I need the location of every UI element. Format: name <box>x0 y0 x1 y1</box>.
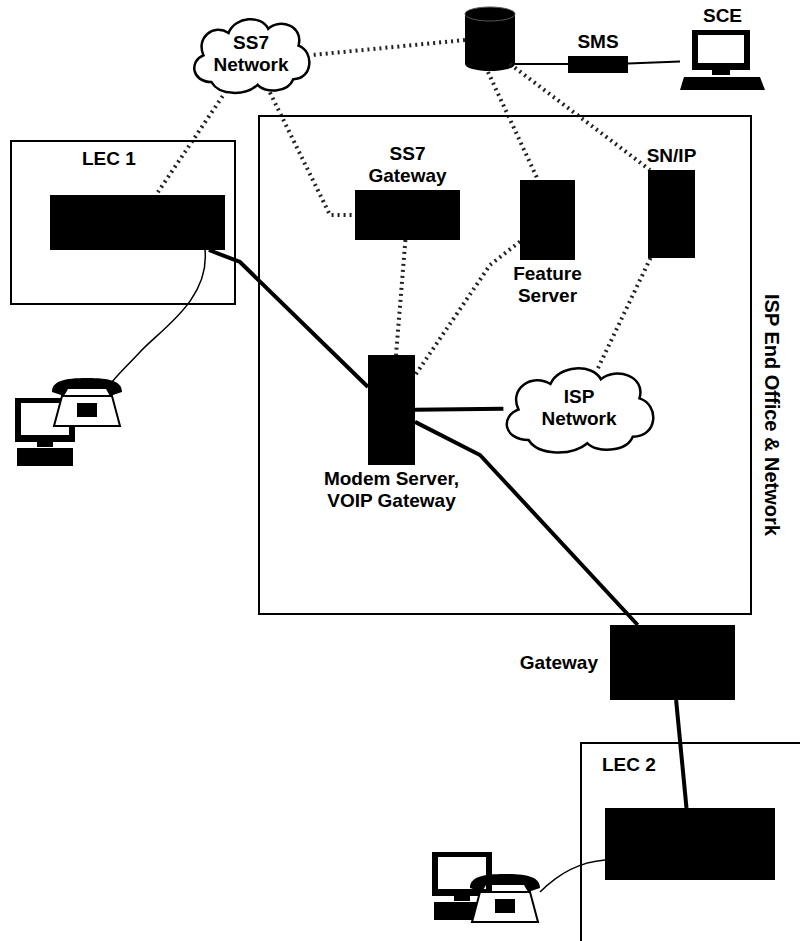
terminal-icon <box>680 30 765 90</box>
phone-cord <box>540 860 605 892</box>
gateway-box: Gateway <box>520 625 735 700</box>
switch-box <box>50 195 225 250</box>
equipment-box <box>568 56 628 73</box>
node-label: LEC 2 <box>602 754 656 776</box>
switch-box <box>605 808 775 880</box>
node-label: SS7 Network <box>206 32 296 76</box>
node-label: SMS <box>577 31 618 53</box>
server-box: Feature Server <box>500 180 595 307</box>
signal-link <box>510 64 650 170</box>
node-label: ISP End Office & Network <box>761 294 783 536</box>
node-label: SCE <box>703 5 742 27</box>
equipment-box <box>368 355 415 465</box>
trunk-line <box>415 407 503 412</box>
equipment-box <box>520 180 575 260</box>
telephone-icon <box>52 378 122 426</box>
phone-cord <box>112 250 205 382</box>
exchange-frame: LEC 1 <box>10 140 236 305</box>
trunk-line <box>209 250 368 387</box>
node-label: Gateway <box>520 652 598 674</box>
office-frame: ISP End Office & NetworkSS7 GatewayFeatu… <box>258 115 752 615</box>
terminal-drawing <box>680 30 765 90</box>
signal-link <box>597 258 650 370</box>
network-cloud: ISP Network <box>495 360 663 456</box>
node-label: Modem Server, VOIP Gateway <box>312 468 472 512</box>
signal-link <box>267 87 355 215</box>
signal-link <box>488 72 538 180</box>
server-box: SMS <box>568 31 628 73</box>
network-cloud: SS7 Network <box>185 12 317 96</box>
link-line <box>515 63 568 65</box>
telephone-icon <box>470 874 540 922</box>
equipment-box <box>648 170 695 258</box>
database-cylinder <box>465 7 515 71</box>
exchange-frame: LEC 2 <box>580 742 800 941</box>
terminal-icon: SCE <box>680 5 765 90</box>
side-heading: ISP End Office & Network <box>758 167 786 663</box>
trunk-line <box>415 422 638 625</box>
modem-server: Modem Server, VOIP Gateway <box>312 355 472 512</box>
node-label: SN/IP <box>647 145 697 167</box>
signal-link <box>415 242 520 376</box>
node-label: ISP Network <box>534 386 624 430</box>
equipment-box <box>355 190 460 240</box>
node-label: LEC 1 <box>82 148 136 170</box>
trunk-line <box>676 700 686 808</box>
node-label: SS7 Gateway <box>360 143 455 187</box>
gateway-box: SS7 Gateway <box>355 143 460 240</box>
link-line <box>628 62 680 64</box>
equipment-box <box>610 625 735 700</box>
server-box: SN/IP <box>647 145 697 258</box>
node-label: Feature Server <box>500 263 595 307</box>
signal-link <box>312 40 465 55</box>
signal-link <box>396 240 405 355</box>
